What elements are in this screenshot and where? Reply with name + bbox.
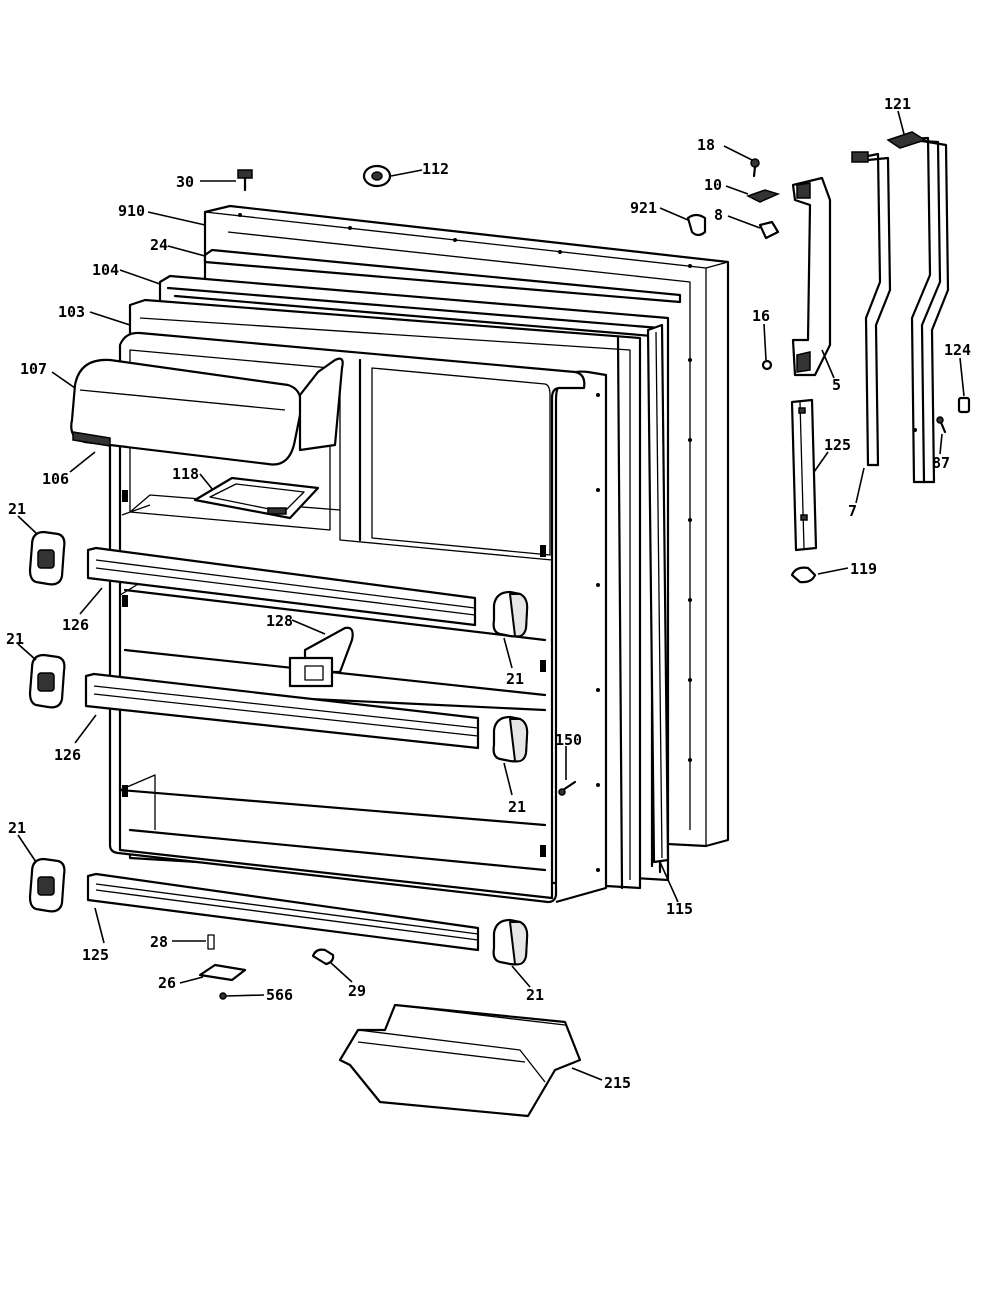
screw-30	[237, 169, 253, 192]
end-cap-left-1	[28, 530, 66, 586]
end-cap-left-3	[28, 857, 66, 913]
callout-125-rail: 125	[82, 946, 109, 964]
screw-566	[219, 992, 227, 1000]
part-921	[686, 213, 707, 237]
callout-215: 215	[604, 1074, 631, 1092]
shelf-rail-middle	[84, 672, 480, 750]
callout-910: 910	[118, 202, 145, 220]
part-8	[758, 220, 780, 240]
callout-16: 16	[752, 307, 770, 325]
callout-118: 118	[172, 465, 199, 483]
clip-29	[311, 948, 335, 966]
callout-128: 128	[266, 612, 293, 630]
rail-end-caps	[28, 530, 529, 966]
part-124	[957, 396, 971, 414]
end-cap-left-2	[28, 653, 66, 709]
callout-8: 8	[714, 206, 723, 224]
shelf-retainer	[288, 626, 354, 688]
screw-150	[558, 780, 577, 796]
callout-28: 28	[150, 933, 168, 951]
callout-124: 124	[944, 341, 971, 359]
door-bin	[338, 1003, 582, 1118]
callout-29: 29	[348, 982, 366, 1000]
callout-104: 104	[92, 261, 119, 279]
callout-26: 26	[158, 974, 176, 992]
callout-921: 921	[630, 199, 657, 217]
end-cap-right-2	[492, 715, 529, 763]
leader-lines	[17, 110, 965, 1081]
callout-87: 87	[932, 454, 950, 472]
callout-10: 10	[704, 176, 722, 194]
callout-103: 103	[58, 303, 85, 321]
callout-21-left-3: 21	[8, 819, 26, 837]
clip-28	[207, 934, 215, 950]
shelf-rail-upper	[86, 546, 477, 627]
dairy-door	[70, 357, 344, 466]
callout-5: 5	[832, 376, 841, 394]
callout-18: 18	[697, 136, 715, 154]
callout-21-right-1: 21	[506, 670, 524, 688]
callout-126-middle: 126	[54, 746, 81, 764]
bracket-26	[198, 963, 247, 982]
handle-trim-125	[790, 398, 818, 552]
callout-21-right-3: 21	[526, 986, 544, 1004]
callout-labels: 30 112 910 24 104 103 107 106 118 21 21 …	[6, 95, 971, 1092]
dairy-hinge-bar	[72, 431, 111, 447]
callout-566: 566	[266, 986, 293, 1004]
callout-126-upper: 126	[62, 616, 89, 634]
callout-21-right-2: 21	[508, 798, 526, 816]
door-strip	[203, 248, 682, 304]
callout-7: 7	[848, 502, 857, 520]
callout-107: 107	[20, 360, 47, 378]
callout-24: 24	[150, 236, 168, 254]
screw-87	[936, 416, 947, 434]
screw-18	[750, 158, 760, 178]
breaker-strip	[646, 323, 670, 864]
handle-7	[851, 151, 892, 467]
callout-119: 119	[850, 560, 877, 578]
callout-106: 106	[42, 470, 69, 488]
callout-121: 121	[884, 95, 911, 113]
door-liner	[108, 331, 608, 904]
callout-125-trim: 125	[824, 436, 851, 454]
callout-150: 150	[555, 731, 582, 749]
handle-121	[886, 131, 950, 484]
callout-21-left-2: 21	[6, 630, 24, 648]
callout-30: 30	[176, 173, 194, 191]
part-119	[790, 566, 817, 584]
handle-bracket-5	[791, 176, 832, 377]
callout-115: 115	[666, 900, 693, 918]
plug-112	[362, 164, 392, 188]
part-10	[746, 189, 781, 203]
butter-tray	[193, 476, 320, 520]
end-cap-right-3	[492, 918, 529, 966]
part-16	[761, 359, 773, 371]
callout-112: 112	[422, 160, 449, 178]
end-cap-right-1	[492, 590, 529, 638]
shelf-rail-lower	[86, 872, 480, 952]
callout-21-left-1: 21	[8, 500, 26, 518]
